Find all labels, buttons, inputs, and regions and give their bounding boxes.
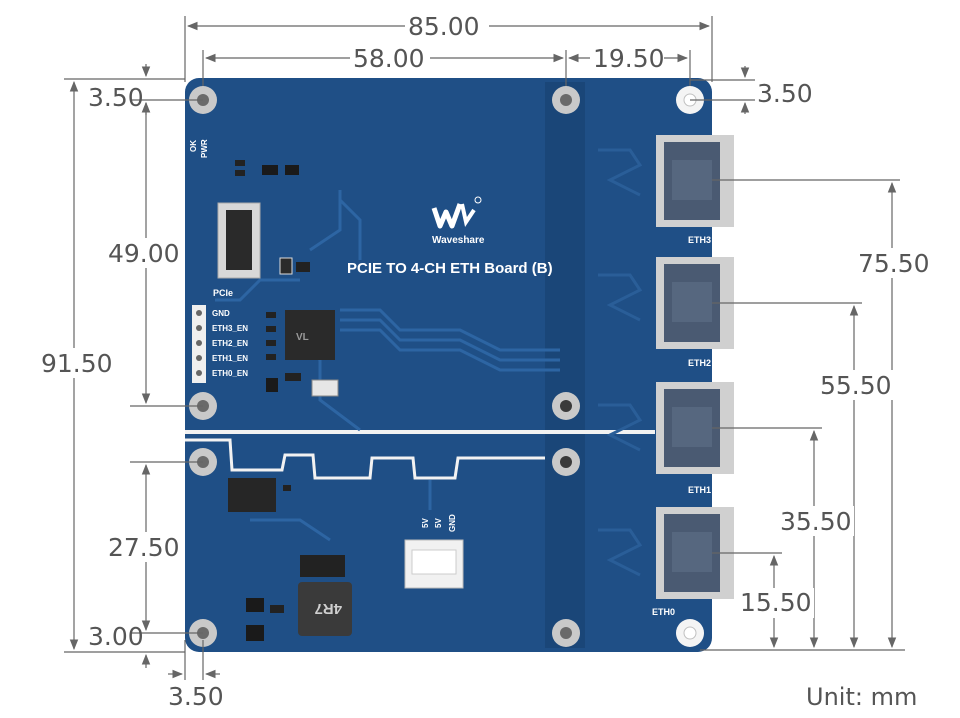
enable-header: GND ETH3_EN ETH2_EN ETH1_EN ETH0_EN [192, 305, 248, 383]
power-pin-5v-b: 5V [434, 518, 443, 528]
port-label-eth0: ETH0 [652, 607, 675, 617]
pcb-board [185, 78, 712, 652]
unit-label: Unit: mm [806, 683, 917, 711]
pcie-connector: PCIe [213, 202, 261, 298]
waveshare-logo: Waveshare [431, 196, 485, 246]
header-pin-eth0-en: ETH0_EN [212, 369, 248, 378]
port-label-eth1: ETH1 [688, 485, 711, 495]
svg-text:VL: VL [296, 332, 309, 343]
mounting-hole [552, 448, 580, 476]
mounting-hole [552, 86, 580, 114]
mounting-hole [552, 619, 580, 647]
dim-eth0-height: 15.50 [740, 588, 812, 617]
dim-lower-height: 27.50 [108, 533, 180, 562]
ethernet-switch-ic: VL [285, 310, 335, 360]
power-connector: 5V 5V GND [404, 514, 464, 589]
smd-components [235, 160, 345, 641]
dim-eth2-height: 55.50 [820, 371, 892, 400]
power-pin-5v-a: 5V [421, 518, 430, 528]
mounting-hole [552, 392, 580, 420]
header-pin-gnd: GND [212, 309, 230, 318]
mounting-hole [676, 619, 704, 647]
dim-top-left-edge: 3.50 [88, 83, 144, 112]
power-pin-gnd: GND [448, 514, 457, 532]
pcie-label: PCIe [213, 288, 233, 298]
dim-overall-width: 85.00 [408, 12, 480, 41]
dim-hole-span: 58.00 [353, 44, 425, 73]
inductor-label: 4R7 [314, 600, 342, 617]
led-label-ok: OK [189, 140, 198, 152]
dim-top-right-edge: 3.50 [757, 79, 813, 108]
inductor: 4R7 [298, 582, 352, 636]
dim-bottom-edge: 3.00 [88, 622, 144, 651]
port-label-eth2: ETH2 [688, 358, 711, 368]
led-label-pwr: PWR [200, 139, 209, 158]
dim-upper-height: 49.00 [108, 239, 180, 268]
ethernet-port-eth1: ETH1 [656, 382, 734, 495]
header-pin-eth3-en: ETH3_EN [212, 324, 248, 333]
ethernet-port-eth3: ETH3 [656, 135, 734, 245]
header-pin-eth2-en: ETH2_EN [212, 339, 248, 348]
dim-right-offset: 19.50 [593, 44, 665, 73]
port-label-eth3: ETH3 [688, 235, 711, 245]
eeprom-chip [228, 478, 276, 512]
dim-eth3-height: 75.50 [858, 249, 930, 278]
header-pin-eth1-en: ETH1_EN [212, 354, 248, 363]
brand-label: Waveshare [432, 235, 485, 246]
dim-bottom-left-edge: 3.50 [168, 682, 224, 711]
dim-eth1-height: 35.50 [780, 507, 852, 536]
board-title: PCIE TO 4-CH ETH Board (B) [347, 260, 553, 277]
dim-overall-height: 91.50 [41, 349, 113, 378]
